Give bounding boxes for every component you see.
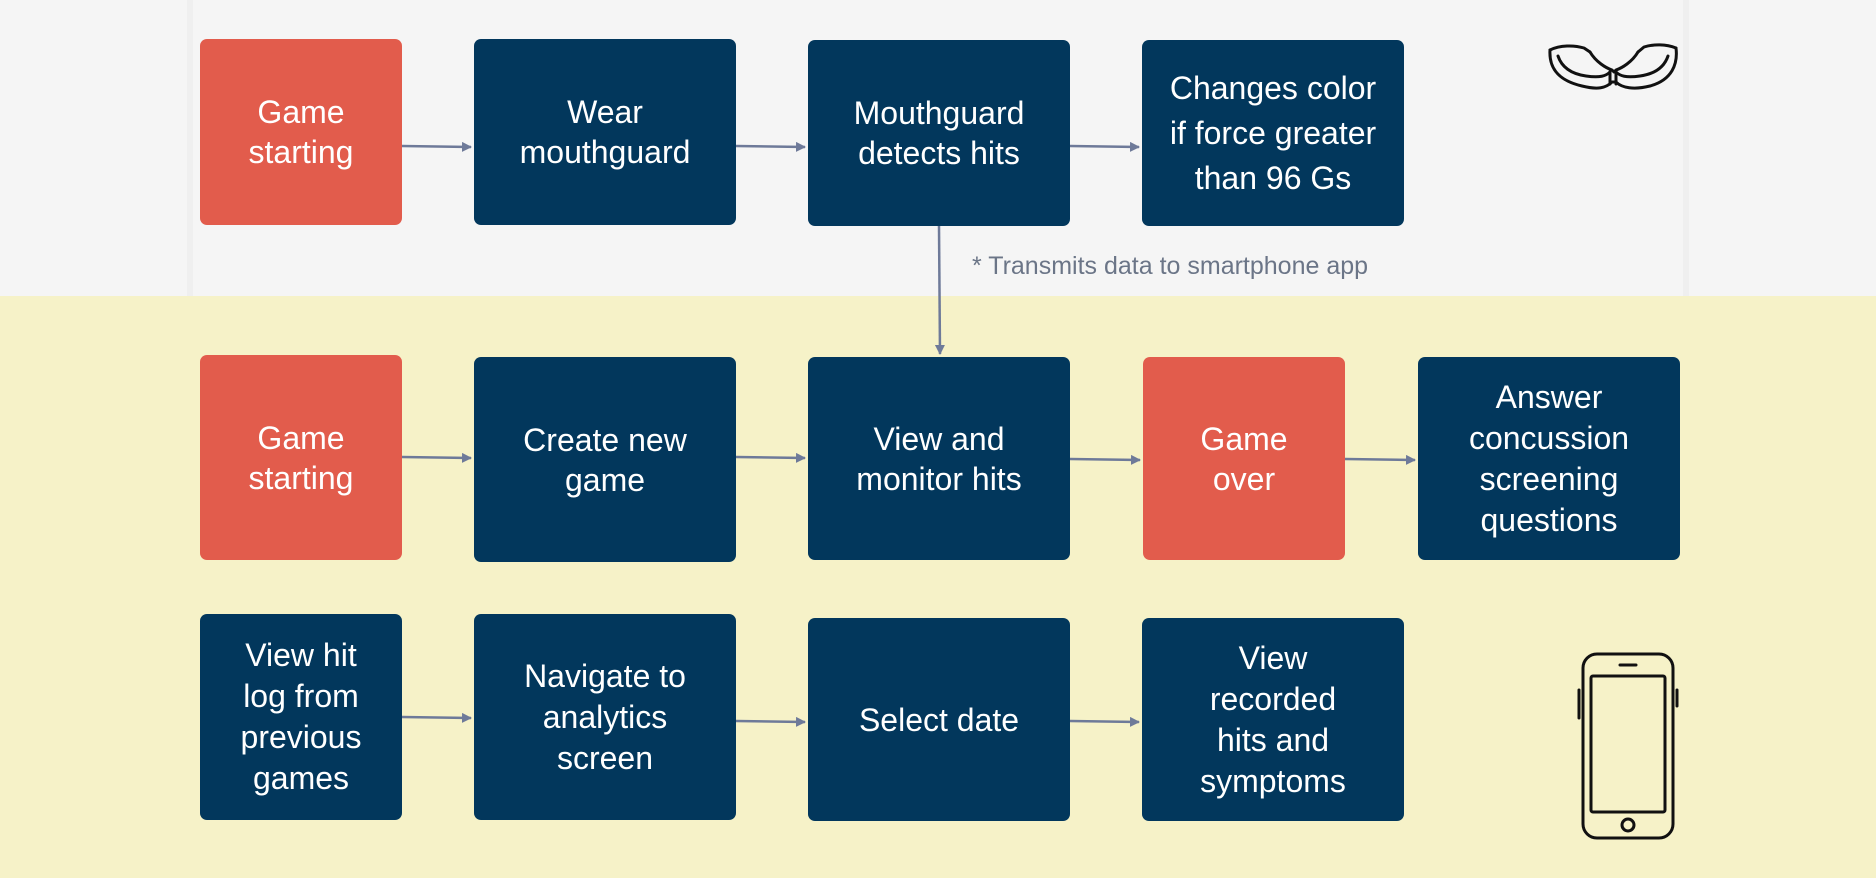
step-label: Game over: [1200, 420, 1288, 497]
arrow-r2-1: [401, 452, 472, 463]
step-label: Changes color if force greater than 96 G…: [1169, 69, 1377, 196]
step-wear-mouthguard: Wear mouthguard: [474, 39, 736, 225]
step-navigate-to-analytics: Navigate to analytics screen: [474, 614, 736, 820]
smartphone-icon: [1577, 652, 1679, 840]
step-label: View hit log from previous games: [240, 637, 362, 796]
step-view-recorded-hits: View recorded hits and symptoms: [1142, 618, 1404, 821]
mouthguard-icon: [1548, 43, 1678, 90]
transmit-note: * Transmits data to smartphone app: [972, 252, 1369, 280]
arrow-r2-4: [1344, 454, 1416, 465]
arrow-r1-2: [735, 141, 806, 152]
step-label: Select date: [858, 701, 1020, 738]
arrow-r2-3: [1069, 454, 1141, 465]
step-label: Navigate to analytics screen: [524, 657, 686, 776]
step-game-starting-2: Game starting: [200, 355, 402, 560]
step-mouthguard-detects-hits: Mouthguard detects hits: [808, 40, 1070, 226]
step-label: Answer concussion screening questions: [1468, 378, 1630, 538]
step-label: Game starting: [248, 419, 354, 496]
arrow-r3-1: [401, 712, 472, 723]
arrow-r3-3: [1069, 716, 1140, 727]
step-label: Create new game: [523, 421, 687, 498]
arrow-vertical: [934, 225, 945, 355]
step-label: View and monitor hits: [856, 420, 1022, 497]
step-view-and-monitor-hits: View and monitor hits: [808, 357, 1070, 560]
step-label: Mouthguard detects hits: [853, 95, 1025, 171]
step-game-starting-1: Game starting: [200, 39, 402, 225]
step-answer-concussion-questions: Answer concussion screening questions: [1418, 357, 1680, 560]
step-changes-color: Changes color if force greater than 96 G…: [1142, 40, 1404, 226]
arrow-r2-2: [735, 452, 806, 463]
step-label: View recorded hits and symptoms: [1200, 639, 1346, 799]
step-select-date: Select date: [808, 618, 1070, 821]
arrow-r1-3: [1069, 141, 1140, 152]
arrow-r3-2: [735, 716, 806, 727]
arrow-r1-1: [401, 141, 472, 152]
step-create-new-game: Create new game: [474, 357, 736, 562]
step-game-over: Game over: [1143, 357, 1345, 560]
step-label: Game starting: [248, 94, 354, 170]
step-view-hit-log: View hit log from previous games: [200, 614, 402, 820]
step-label: Wear mouthguard: [519, 94, 691, 170]
